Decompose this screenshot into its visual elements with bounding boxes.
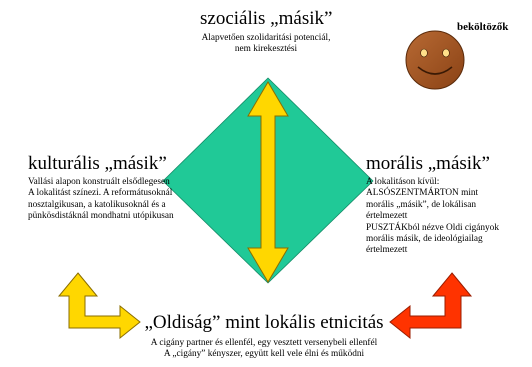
cultural-desc-line: Vallási alapon konstruált elsődlegesen [28, 177, 170, 187]
cultural-other-title: kulturális „másik” [28, 153, 167, 174]
moral-desc-line: PUSZTÁKból nézve Oldi cigányok [366, 222, 499, 233]
cultural-desc-line: nosztalgikusan, a katolikusoknál és a [28, 199, 166, 210]
social-other-description: Alapvetően szolidaritási potenciál, nem … [185, 33, 347, 56]
moral-desc-line: morális másik, de ideológiailag [366, 234, 483, 245]
right-corner-arrow [389, 272, 473, 340]
local-ethnicity-title: „Oldiság” mint lokális etnicitás [144, 312, 384, 333]
moral-other-title: morális „másik” [366, 153, 490, 174]
cultural-other-description: Vallási alapon konstruált elsődlegesen A… [28, 177, 174, 223]
ethnicity-desc-line: A cigány partner és ellenfél, egy veszte… [150, 338, 378, 348]
social-desc-line: nem kirekesztési [234, 44, 298, 55]
moral-other-description: A lokalitáson kívül: ALSÓSZENTMÁRTON min… [366, 177, 499, 257]
vertical-double-arrow [247, 81, 289, 283]
social-other-title: szociális „másik” [200, 8, 333, 29]
social-desc-line: Alapvetően szolidaritási potenciál, [201, 33, 331, 43]
moral-desc-line: értelmezett [366, 245, 408, 256]
left-corner-arrow [57, 272, 141, 340]
moral-desc-line: A lokalitáson kívül: [366, 177, 440, 187]
ethnicity-desc-line: A „cigány” kényszer, együtt kell vele él… [163, 349, 365, 360]
moral-desc-line: ALSÓSZENTMÁRTON mint [366, 188, 479, 199]
local-ethnicity-description: A cigány partner és ellenfél, egy veszte… [126, 338, 402, 361]
moral-desc-line: morális „másik”, de lokálisan [366, 199, 476, 210]
smiley-face-icon [405, 30, 465, 90]
moral-desc-line: értelmezett [366, 211, 408, 222]
cultural-desc-line: A lokalitást színezi. A reformátusoknál [28, 188, 173, 199]
newcomers-label: beköltözők [457, 21, 509, 33]
cultural-desc-line: pünkösdistáknál mondhatni utópikusan [28, 211, 174, 222]
